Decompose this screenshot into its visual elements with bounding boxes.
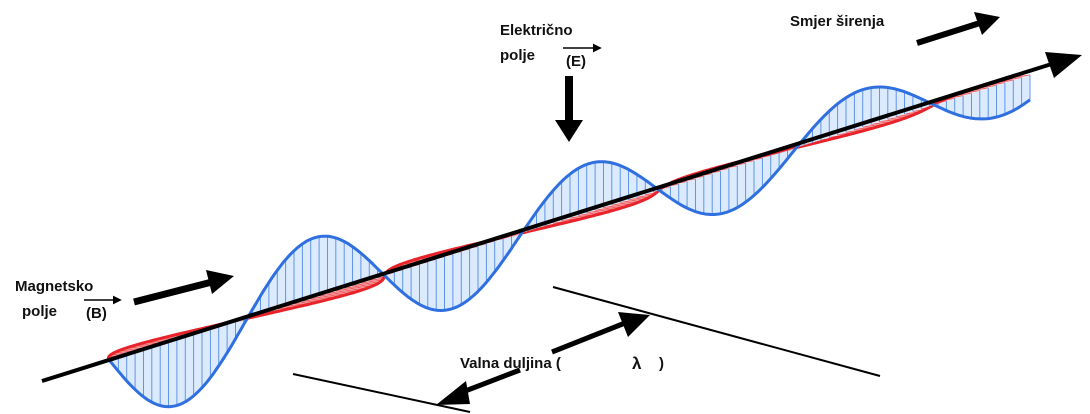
propagation-axis-arrowhead <box>1045 52 1082 78</box>
electric-field-label-line2: polje <box>500 47 535 64</box>
magnetic-wave-hatch-line <box>344 282 379 289</box>
propagation-direction-pointer <box>916 12 1000 46</box>
electric-field-label-line1: Električno <box>500 22 573 39</box>
wavelength-label: Valna duljina ( <box>460 355 561 372</box>
wavelength-symbol: λ <box>632 354 642 373</box>
magnetic-wave-hatch-line <box>352 281 381 287</box>
magnetic-field-pointer <box>133 270 234 306</box>
wavelength-guide-upper <box>552 286 881 377</box>
wavelength-guide-lower <box>292 373 471 413</box>
wavelength-pointer-left <box>436 367 521 405</box>
electric-field-symbol: (E) <box>566 53 586 70</box>
magnetic-field-label-line1: Magnetsko <box>15 278 93 295</box>
electric-wave-curve <box>108 85 1031 409</box>
wavelength-pointer-right <box>551 312 650 355</box>
propagation-axis <box>41 60 1059 383</box>
magnetic-field-symbol: (B) <box>86 305 107 322</box>
wavelength-label-close: ) <box>659 355 664 372</box>
electric-field-wave <box>108 75 1031 409</box>
magnetic-wave-hatch-line <box>335 284 375 292</box>
magnetic-field-label-line2: polje <box>22 303 57 320</box>
electric-field-pointer <box>555 76 583 142</box>
magnetic-wave-hatch-line <box>360 279 383 284</box>
magnetic-wave-hatch-line <box>369 277 384 281</box>
propagation-direction-label: Smjer širenja <box>790 13 885 30</box>
magnetic-wave-curve <box>107 76 1013 363</box>
